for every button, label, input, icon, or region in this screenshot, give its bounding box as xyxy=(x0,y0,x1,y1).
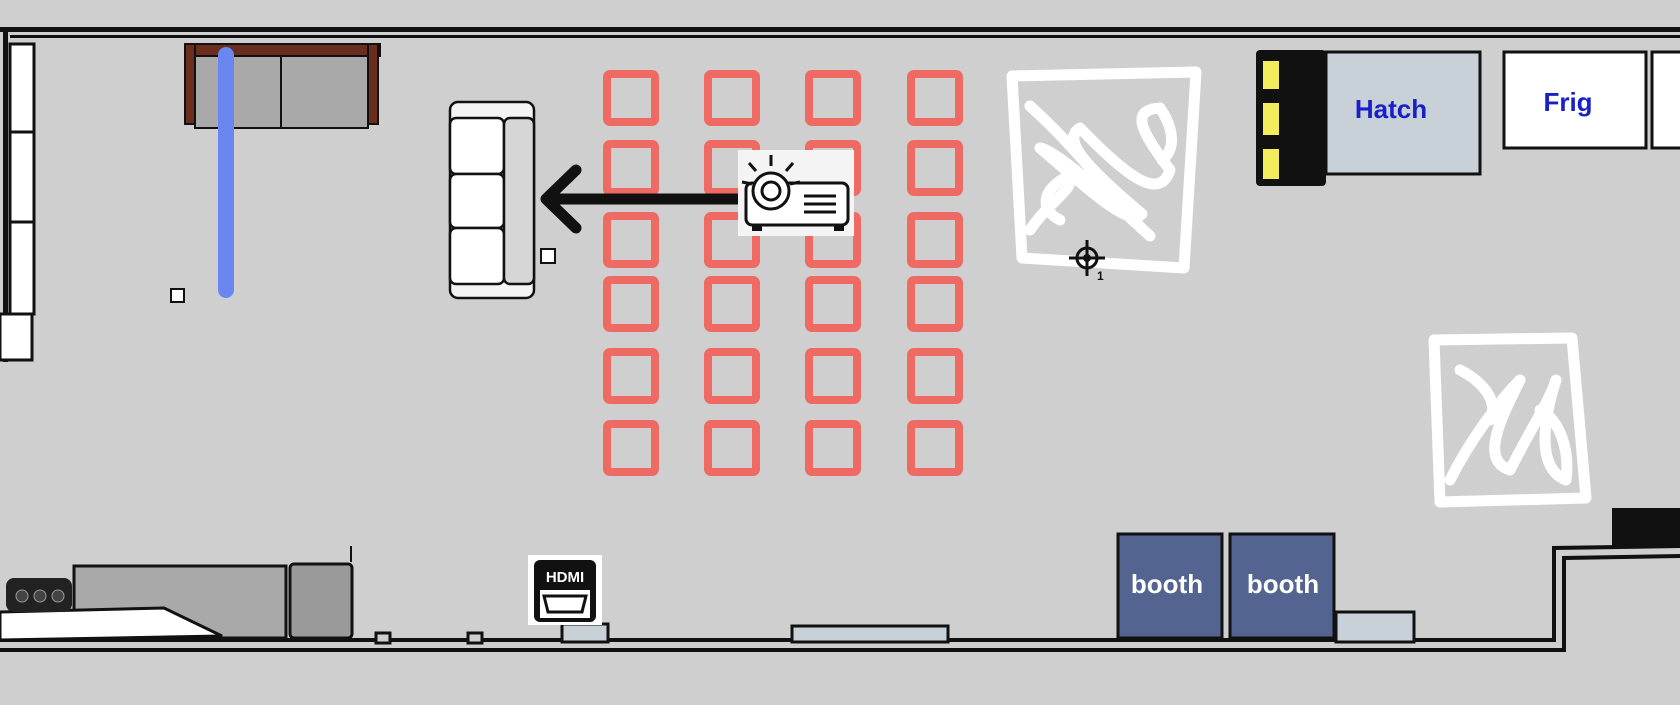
equipment-box xyxy=(1612,508,1680,548)
hatch-label: Hatch xyxy=(1355,94,1427,124)
chair xyxy=(805,70,861,126)
chair xyxy=(603,276,659,332)
crosshair-target-icon: 1 xyxy=(1069,240,1105,283)
chair xyxy=(805,420,861,476)
left-wall-panels xyxy=(0,42,36,362)
booth-2-label: booth xyxy=(1247,569,1319,599)
arrow-left-icon xyxy=(540,164,754,234)
chair xyxy=(907,420,963,476)
scribble-mark-icon xyxy=(1428,332,1592,508)
chair xyxy=(704,70,760,126)
chair xyxy=(805,348,861,404)
hdmi-port-icon: HDMI xyxy=(528,555,602,625)
kitchen-counter xyxy=(0,546,354,642)
chair xyxy=(907,70,963,126)
projector-icon xyxy=(738,150,854,236)
chair xyxy=(704,276,760,332)
booth-1-label: booth xyxy=(1131,569,1203,599)
marker-number: 1 xyxy=(1097,269,1104,283)
chair xyxy=(603,70,659,126)
top-wall xyxy=(0,27,1680,362)
chair xyxy=(603,212,659,268)
hdmi-label: HDMI xyxy=(546,569,584,586)
hatch-counter: Hatch xyxy=(1324,50,1482,176)
chair xyxy=(907,140,963,196)
seating-grid xyxy=(603,70,963,476)
scribble-mark-icon xyxy=(1006,66,1202,274)
sofa-top-left xyxy=(184,43,381,129)
chair xyxy=(603,420,659,476)
white-couch xyxy=(448,100,536,300)
booth-2: booth xyxy=(1228,532,1336,640)
fridge: Frig xyxy=(1502,50,1680,150)
chair xyxy=(907,348,963,404)
chair xyxy=(603,348,659,404)
chair xyxy=(704,348,760,404)
light-panel xyxy=(1256,50,1326,186)
bottom-wall xyxy=(0,544,1680,652)
chair xyxy=(805,276,861,332)
chair xyxy=(907,276,963,332)
floor-outlet xyxy=(540,248,556,264)
chair xyxy=(704,212,760,268)
chair xyxy=(704,420,760,476)
wall-fixtures xyxy=(374,610,1416,645)
booth-1: booth xyxy=(1116,532,1224,640)
frig-label: Frig xyxy=(1543,87,1592,117)
floor-outlet xyxy=(170,288,185,303)
chair xyxy=(603,140,659,196)
chair xyxy=(907,212,963,268)
